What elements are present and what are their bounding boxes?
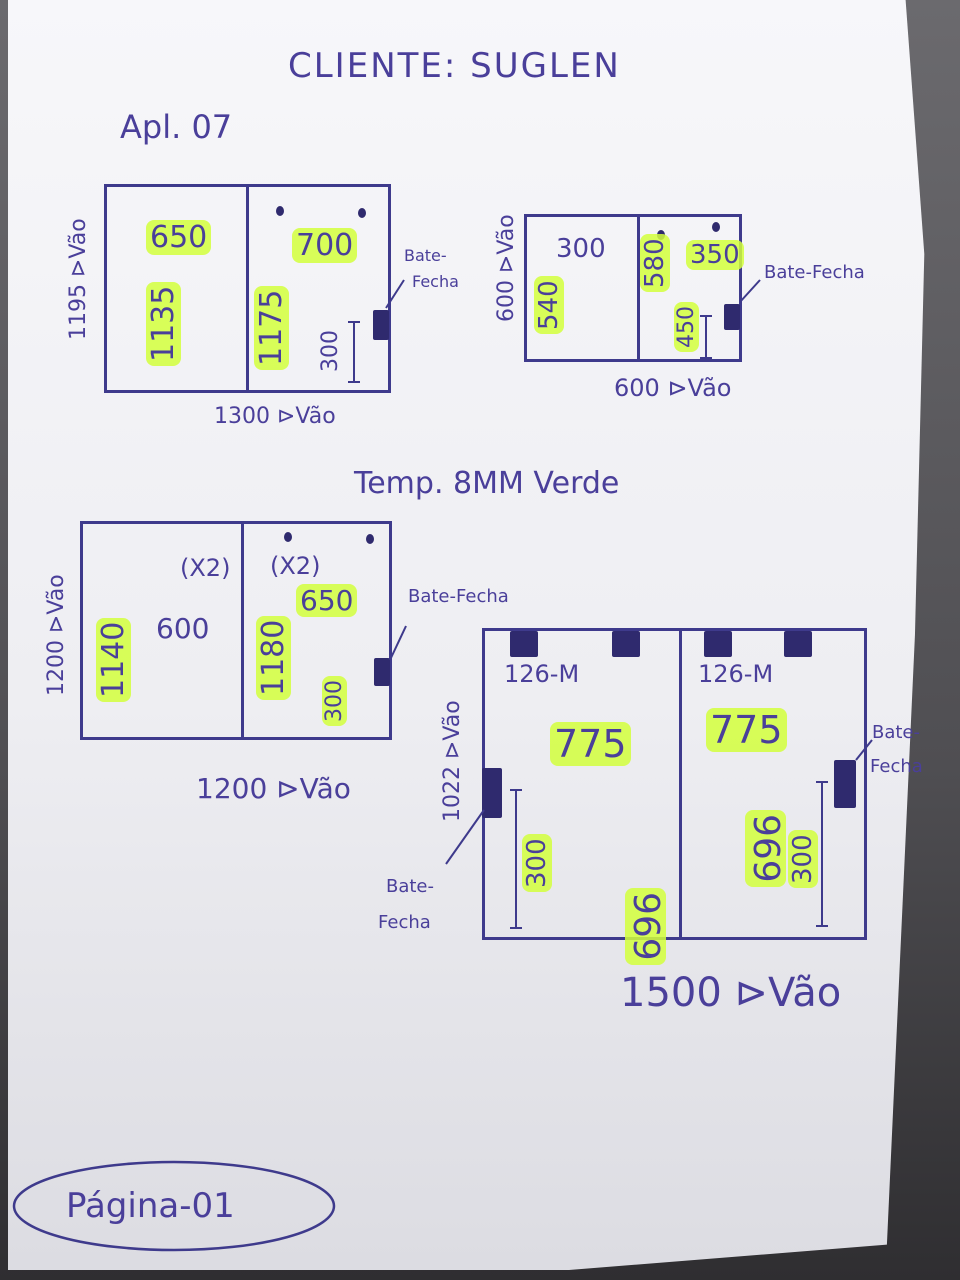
- unit2-divider: [637, 216, 640, 360]
- apartment-label: Apl. 07: [120, 108, 233, 146]
- unit2-handle: [724, 304, 740, 330]
- unit3-left-width: 600: [156, 612, 210, 645]
- unit3-handle-height: 300: [322, 676, 347, 726]
- unit3-left-height: 1140: [96, 617, 131, 702]
- paper-sheet: [8, 0, 925, 1270]
- unit3-left-quantity: (X2): [180, 554, 231, 582]
- unit1-left-height: 1135: [146, 281, 181, 366]
- client-title: CLIENTE: SUGLEN: [288, 46, 621, 86]
- unit2-left-height: 540: [534, 276, 564, 334]
- unit4-top-roller: [612, 631, 640, 657]
- unit3-width-label: 1200 ⊳Vão: [196, 772, 351, 805]
- unit2-bate-fecha-label: Bate-Fecha: [764, 262, 865, 283]
- page-label: Página-01: [66, 1186, 235, 1226]
- unit4-left-bate-label: Bate-: [386, 876, 435, 897]
- unit3-right-height: 1180: [256, 615, 291, 700]
- unit4-width-label: 1500 ⊳Vão: [620, 970, 842, 1016]
- unit4-left-handle: [482, 768, 502, 818]
- unit4-right-code: 126-M: [698, 660, 774, 688]
- unit4-right-fecha-label: Fecha: [870, 756, 923, 777]
- unit1-handle: [373, 310, 389, 340]
- unit2-width-label: 600 ⊳Vão: [614, 374, 732, 402]
- unit4-left-handle-height: 300: [522, 834, 552, 892]
- unit2-dot: [712, 222, 720, 232]
- unit4-height-label: 1022 ⊳Vão: [440, 700, 465, 822]
- unit3-dot: [366, 534, 374, 544]
- unit1-width-label: 1300 ⊳Vão: [214, 404, 336, 429]
- unit3-height-label: 1200 ⊳Vão: [44, 574, 69, 696]
- unit1-right-height: 1175: [254, 285, 289, 370]
- unit1-handle-height: 300: [318, 330, 343, 372]
- unit4-left-height: 969: [625, 888, 666, 965]
- unit4-right-bate-label: Bate-: [872, 722, 921, 743]
- unit4-top-roller: [510, 631, 538, 657]
- unit4-right-width: 775: [706, 708, 787, 752]
- unit1-height-label: 1195 ⊳Vão: [66, 218, 91, 340]
- unit3-right-width: 650: [296, 584, 358, 617]
- unit2-height-label: 600 ⊳Vão: [494, 214, 519, 322]
- unit3-dot: [284, 532, 292, 542]
- unit3-divider: [241, 523, 244, 738]
- unit1-dot: [276, 206, 284, 216]
- unit4-right-handle: [834, 760, 856, 808]
- unit4-right-handle-height: 300: [788, 830, 818, 888]
- unit4-top-roller: [704, 631, 732, 657]
- unit1-bate-label: Bate-: [404, 246, 447, 265]
- unit3-right-quantity: (X2): [270, 552, 321, 580]
- unit2-right-height: 580: [640, 234, 670, 292]
- unit2-handle-height: 450: [674, 302, 699, 352]
- unit4-divider: [679, 630, 682, 938]
- unit1-divider: [246, 186, 249, 391]
- unit4-left-code: 126-M: [504, 660, 580, 688]
- unit1-left-width: 650: [146, 220, 212, 255]
- glass-specification: Temp. 8MM Verde: [354, 466, 620, 501]
- unit1-dot: [358, 208, 366, 218]
- unit3-bate-fecha-label: Bate-Fecha: [408, 586, 509, 607]
- unit1-right-width: 700: [292, 228, 358, 263]
- unit3-handle: [374, 658, 390, 686]
- unit4-top-roller: [784, 631, 812, 657]
- unit4-left-width: 775: [550, 722, 631, 766]
- unit4-left-fecha-label: Fecha: [378, 912, 431, 933]
- unit2-right-width: 350: [686, 240, 744, 270]
- unit1-fecha-label: Fecha: [412, 272, 459, 291]
- unit4-right-height: 969: [745, 810, 786, 887]
- unit2-left-width: 300: [556, 234, 606, 264]
